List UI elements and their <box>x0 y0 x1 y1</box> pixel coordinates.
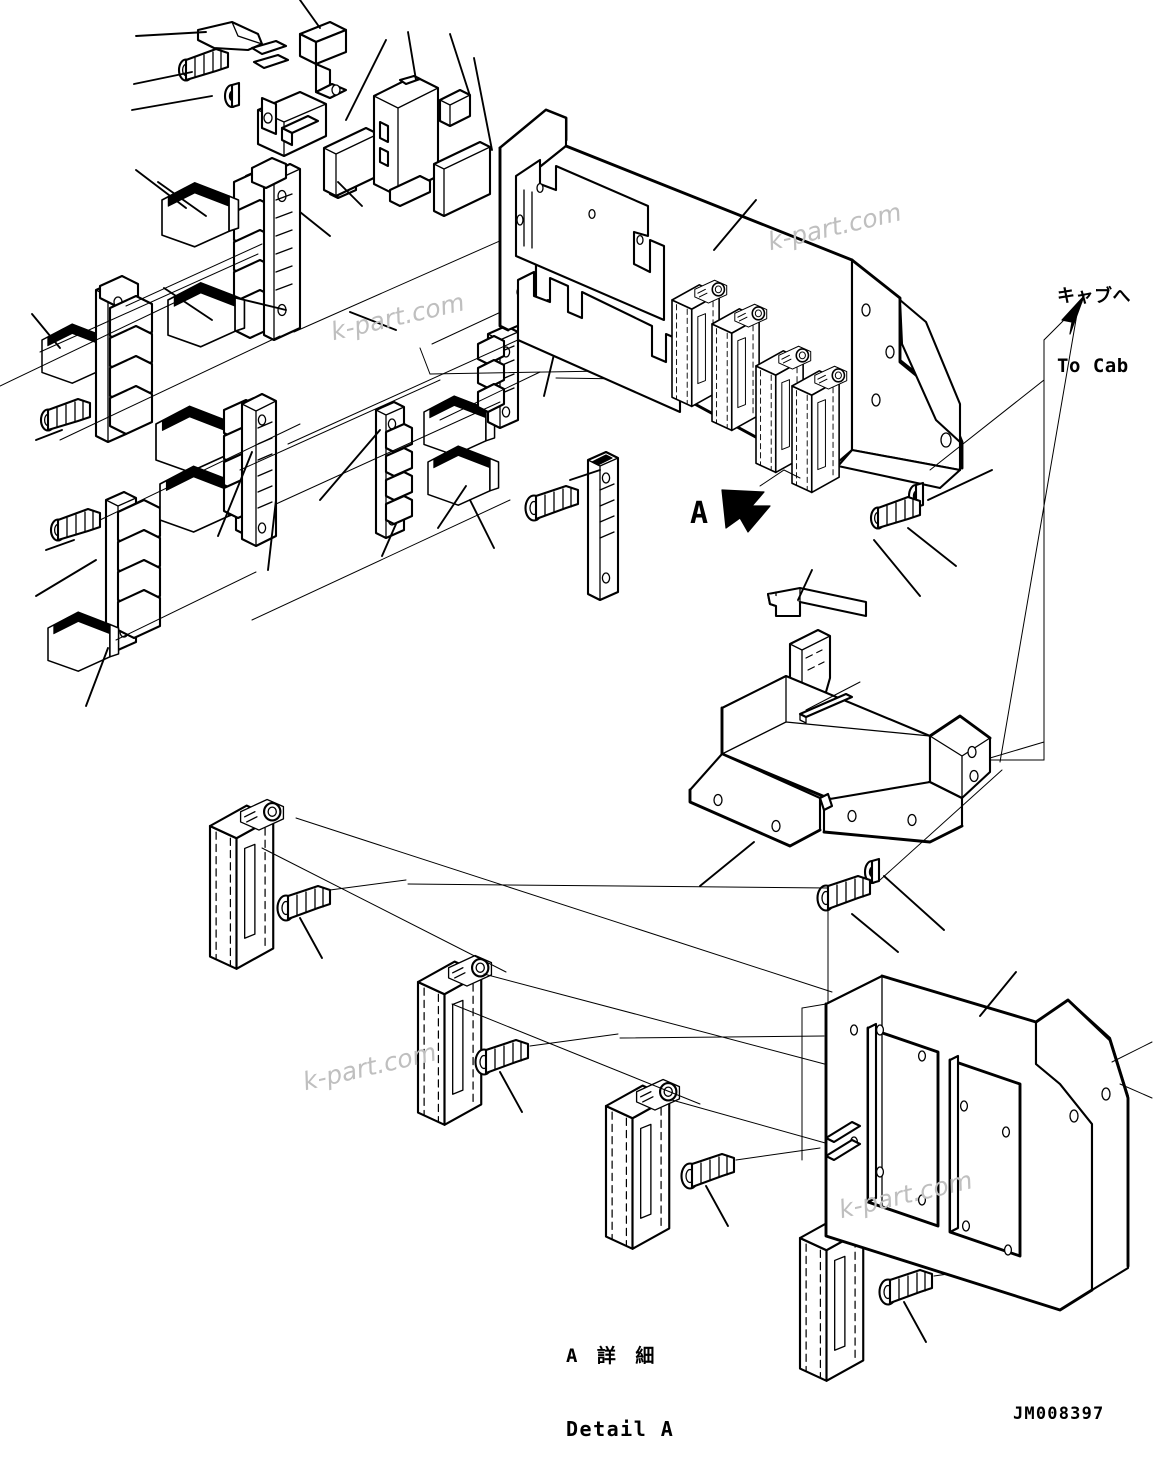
relay-rail-assembly-3 <box>49 490 162 652</box>
notched-rail-plate-left <box>374 400 414 540</box>
detail-a-connector-1 <box>208 798 285 970</box>
notched-rail-plate-mid <box>476 324 520 430</box>
main-housing-frame <box>498 108 964 490</box>
to-cab-label-english: To Cab <box>1057 354 1129 377</box>
relay-rail-assembly-4 <box>222 392 278 548</box>
relay-block-8 <box>427 445 500 506</box>
controller-and-cover-plates <box>322 74 492 218</box>
drawing-number: JM008397 <box>1013 1404 1105 1424</box>
to-cab-label-japanese: キャブへ <box>1057 286 1131 308</box>
notched-rail-plate-right <box>524 450 620 602</box>
view-marker-a: A <box>690 496 709 531</box>
detail-a-frame-panel <box>801 971 1153 1312</box>
view-a-arrow <box>721 469 801 533</box>
leader-lines-relays <box>31 169 601 707</box>
detail-a-label: A 詳 細 Detail A <box>566 1296 674 1460</box>
housing-connector-module-4 <box>791 365 848 494</box>
cover-box-fasteners <box>816 769 1003 953</box>
to-cab-label: キャブへ To Cab <box>1057 240 1131 424</box>
detail-a-screw-2 <box>474 1033 619 1113</box>
housing-fastener-group <box>869 469 993 597</box>
detail-a-connector-3 <box>604 1078 681 1250</box>
detail-a-label-english: Detail A <box>566 1416 675 1441</box>
relay-rail-assembly-2 <box>39 274 154 444</box>
leader-lines-top <box>131 0 493 207</box>
relay-rail-assembly-1 <box>232 156 302 342</box>
construction-guides <box>0 231 701 641</box>
cover-box-bracket <box>688 569 1045 887</box>
detail-a-guides <box>261 817 837 1165</box>
upper-left-hardware-group <box>177 20 348 158</box>
detail-a-screw-3 <box>680 1147 821 1227</box>
relay-block-4 <box>155 405 236 473</box>
to-cab-arrow <box>929 295 1085 763</box>
housing-leader <box>713 199 757 251</box>
detail-a-screw-1 <box>276 879 407 959</box>
detail-a-label-japanese: A 詳 細 <box>566 1344 659 1367</box>
